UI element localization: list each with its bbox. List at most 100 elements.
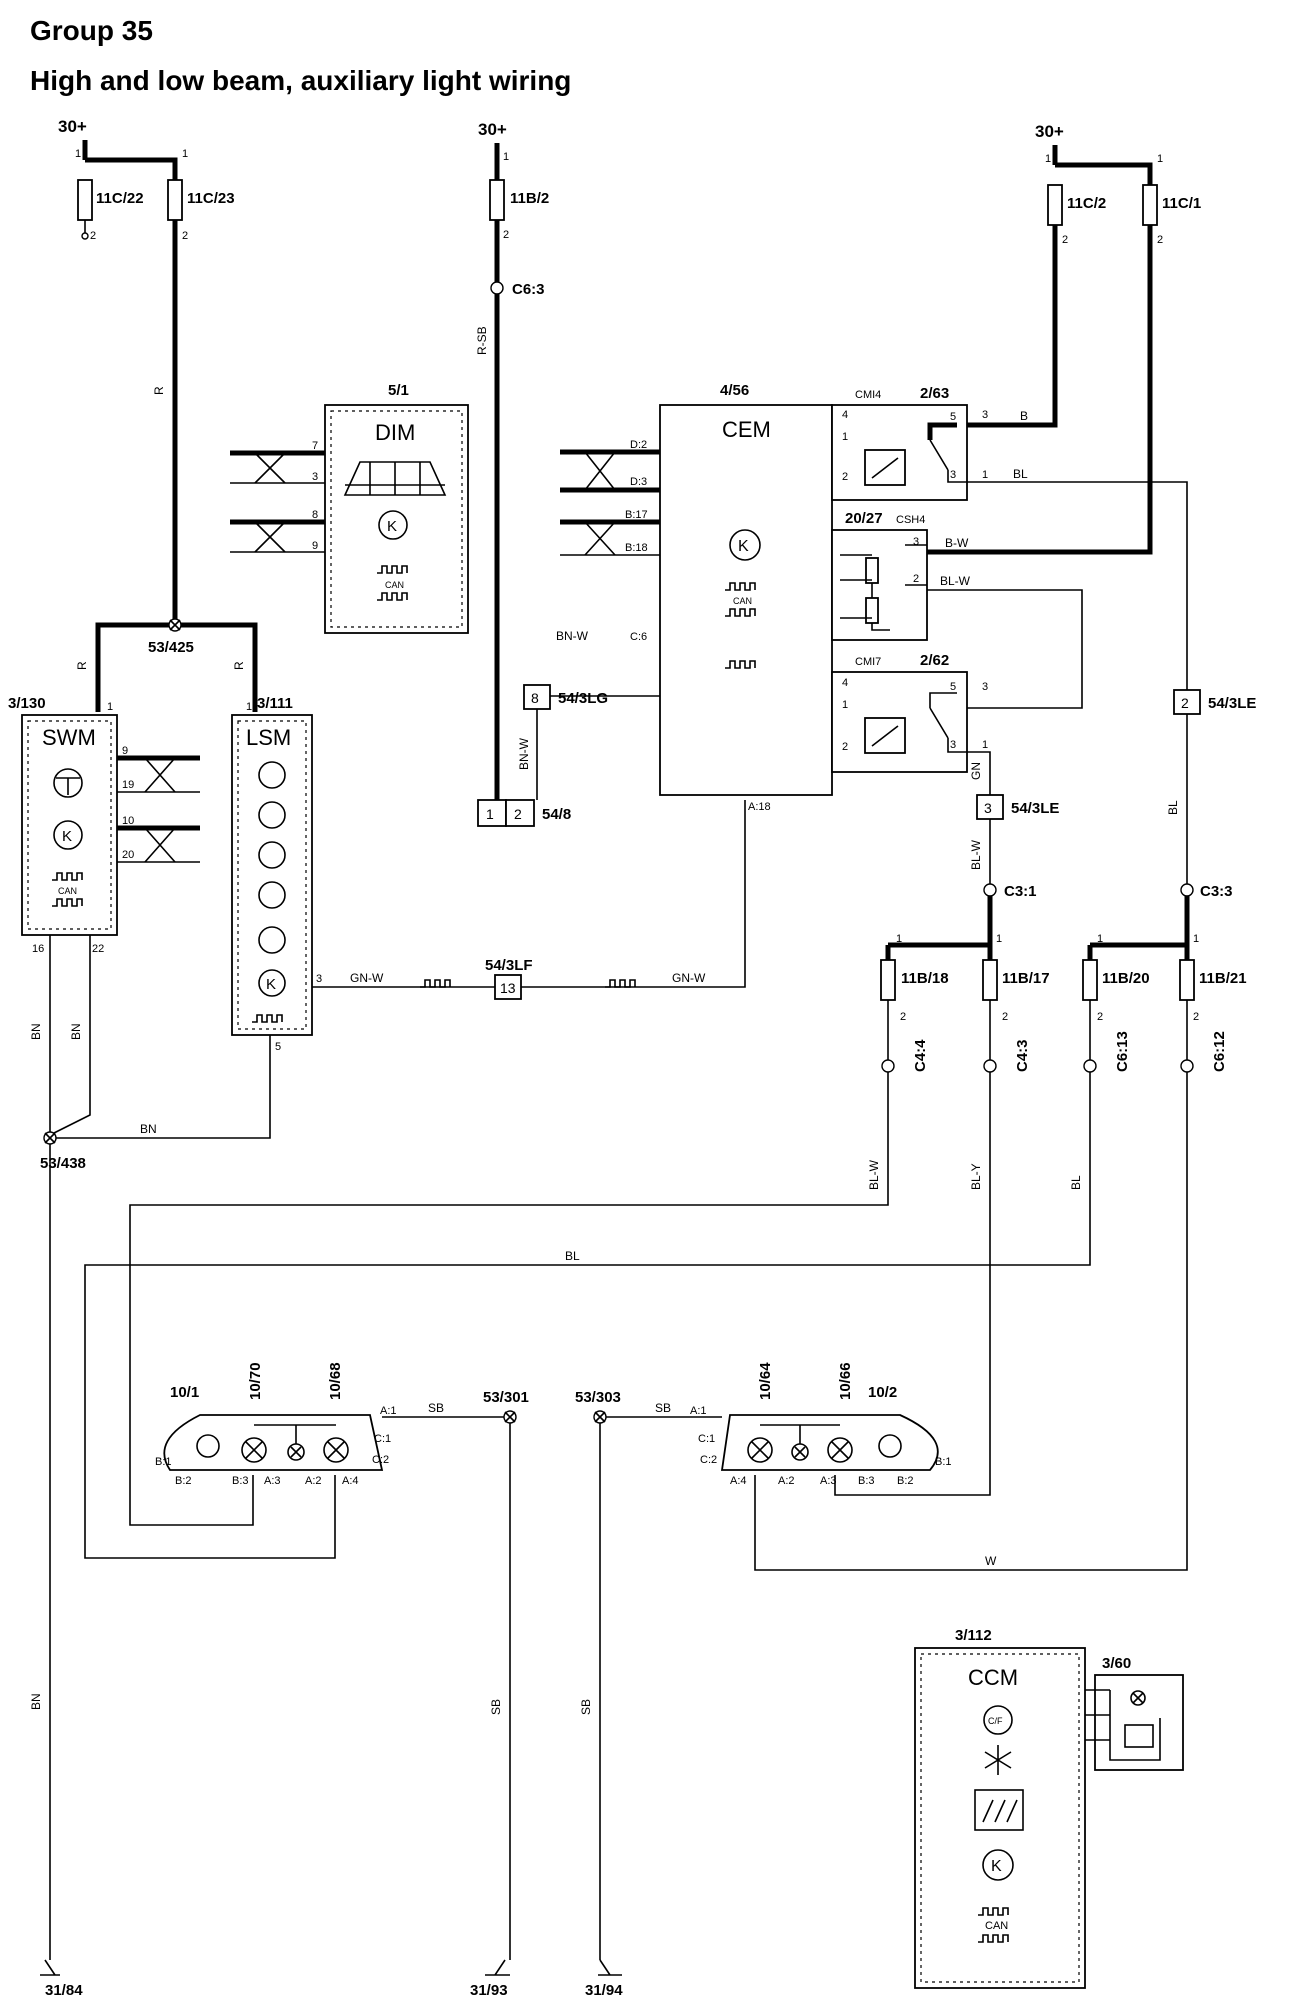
temperature-unit-icon bbox=[983, 1705, 1013, 1735]
module-ccm-inner bbox=[920, 1653, 1080, 1983]
wire-color-label: BL-W bbox=[940, 574, 971, 588]
module-id: 3/112 bbox=[955, 1627, 992, 1644]
pin-label: 1 bbox=[996, 933, 1002, 945]
connector-c3-3 bbox=[1180, 883, 1194, 897]
connector-box-54-3lf bbox=[494, 974, 522, 1000]
instrument-cluster-icon bbox=[343, 461, 447, 496]
relay-switch-contact bbox=[929, 439, 967, 483]
module-swm-inner bbox=[27, 720, 112, 930]
connector-label: 54/3LF bbox=[485, 957, 533, 974]
fuse-11b-18 bbox=[880, 959, 896, 1001]
module-name: CCM bbox=[968, 1665, 1018, 1690]
connector-c6-12 bbox=[1180, 1059, 1194, 1073]
pin-label: 2 bbox=[900, 1011, 906, 1023]
pin-label: 2 bbox=[842, 471, 848, 483]
pin-label: B:17 bbox=[625, 509, 648, 521]
connector-label: 53/303 bbox=[575, 1389, 621, 1406]
can-wave-icon bbox=[52, 898, 83, 907]
connector-label: 54/3LE bbox=[1208, 695, 1256, 712]
relay-switch-contact bbox=[929, 692, 967, 753]
ground-label: 31/94 bbox=[585, 1982, 623, 1999]
can-label: CAN bbox=[733, 596, 752, 606]
lin-wave-icon bbox=[252, 1014, 283, 1023]
splice-cross bbox=[169, 619, 181, 631]
k-bus-icon bbox=[258, 969, 286, 997]
pin-label: 2 bbox=[1097, 1011, 1103, 1023]
wire-bn-lsm5 bbox=[50, 1035, 271, 1139]
can-label: CAN bbox=[58, 886, 77, 896]
pin-label: 3 bbox=[913, 536, 919, 548]
pin-label: 10 bbox=[122, 815, 134, 827]
k-bus-icon bbox=[53, 820, 83, 850]
pin-label: A:4 bbox=[342, 1475, 359, 1487]
can-wave-icon bbox=[377, 565, 408, 574]
lamp-id: 10/1 bbox=[170, 1384, 199, 1401]
twisted-pair-icon bbox=[584, 451, 616, 556]
wire-bn-w bbox=[536, 695, 660, 800]
pin-label: 1 bbox=[503, 151, 509, 163]
switch-id: 3/60 bbox=[1102, 1655, 1131, 1672]
fog-light-icon bbox=[258, 881, 286, 909]
bulb-cross bbox=[290, 1446, 302, 1458]
pin-label: 3 bbox=[316, 973, 322, 985]
group-heading: Group 35 bbox=[30, 15, 153, 46]
wire-color-label: R bbox=[75, 661, 89, 670]
can-wave-icon bbox=[377, 592, 408, 601]
fuse-label: 11B/18 bbox=[901, 970, 949, 987]
k-letter: K bbox=[387, 518, 397, 535]
wire-color-label: SB bbox=[655, 1401, 671, 1415]
connector-c6-13 bbox=[1083, 1059, 1097, 1073]
wire-color-label: R bbox=[152, 386, 166, 395]
relay-id: 2/63 bbox=[920, 385, 949, 402]
wire-w-right-lamp bbox=[754, 1072, 1188, 1571]
headlamp-left-bus bbox=[254, 1424, 336, 1444]
wire-color-label: BN bbox=[140, 1122, 157, 1136]
pin-label: 2 bbox=[90, 230, 96, 242]
splice-cross bbox=[44, 1132, 56, 1144]
pin-label: 1 bbox=[982, 469, 988, 481]
bulb-cross bbox=[245, 1441, 263, 1459]
pin-label: A:3 bbox=[820, 1475, 837, 1487]
wire-color-label: SB bbox=[428, 1401, 444, 1415]
pin-label: A:2 bbox=[778, 1475, 795, 1487]
pin-label: A:1 bbox=[380, 1405, 397, 1417]
pin-label: 1 bbox=[1045, 153, 1051, 165]
bulb-cross bbox=[1132, 1692, 1144, 1704]
pin-label: 1 bbox=[842, 431, 848, 443]
wire-color-label: BL bbox=[1069, 1175, 1083, 1190]
wire-color-label: W bbox=[985, 1554, 997, 1568]
connector-c4-4 bbox=[881, 1059, 895, 1073]
pin-label: 3 bbox=[312, 471, 318, 483]
pin-label: D:2 bbox=[630, 439, 647, 451]
connector-label: 53/301 bbox=[483, 1389, 529, 1406]
pin-label: 1 bbox=[1097, 933, 1103, 945]
can-wave-icon bbox=[725, 608, 756, 617]
connector-box-54-3le-b bbox=[976, 794, 1004, 820]
twisted-pair-icon bbox=[254, 452, 286, 553]
pin-label: 2 bbox=[503, 229, 509, 241]
connector-c4-3 bbox=[983, 1059, 997, 1073]
can-wave-icon bbox=[978, 1934, 1009, 1943]
wire-color-label: BL-W bbox=[867, 1159, 881, 1190]
connector-label: C4:3 bbox=[1014, 1039, 1031, 1072]
pin-label: 3 bbox=[982, 409, 988, 421]
supply-label-centre: 30+ bbox=[478, 120, 507, 139]
module-lsm-inner bbox=[237, 720, 307, 1030]
pin-label: 5 bbox=[950, 411, 956, 423]
headlamp-right-main-bulb bbox=[878, 1434, 902, 1458]
switch-contact-icon bbox=[1124, 1724, 1154, 1748]
pin-label: C:1 bbox=[698, 1433, 715, 1445]
supply-bus-right bbox=[1055, 162, 1153, 185]
connector-box-54-3le bbox=[1173, 689, 1201, 715]
supply-label-left: 30+ bbox=[58, 117, 87, 136]
wire-color-label: SB bbox=[489, 1699, 503, 1715]
pin-label: 22 bbox=[92, 943, 104, 955]
ground-symbol bbox=[598, 1959, 622, 1976]
can-label: CAN bbox=[985, 1920, 1008, 1932]
wire-color-label: SB bbox=[579, 1699, 593, 1715]
pin-label: 1 bbox=[107, 701, 113, 713]
auto-light-icon bbox=[258, 841, 286, 869]
pin-label: 1 bbox=[1157, 153, 1163, 165]
pin-label: 2 bbox=[1193, 1011, 1199, 1023]
fuse-bus-right bbox=[1087, 896, 1190, 960]
